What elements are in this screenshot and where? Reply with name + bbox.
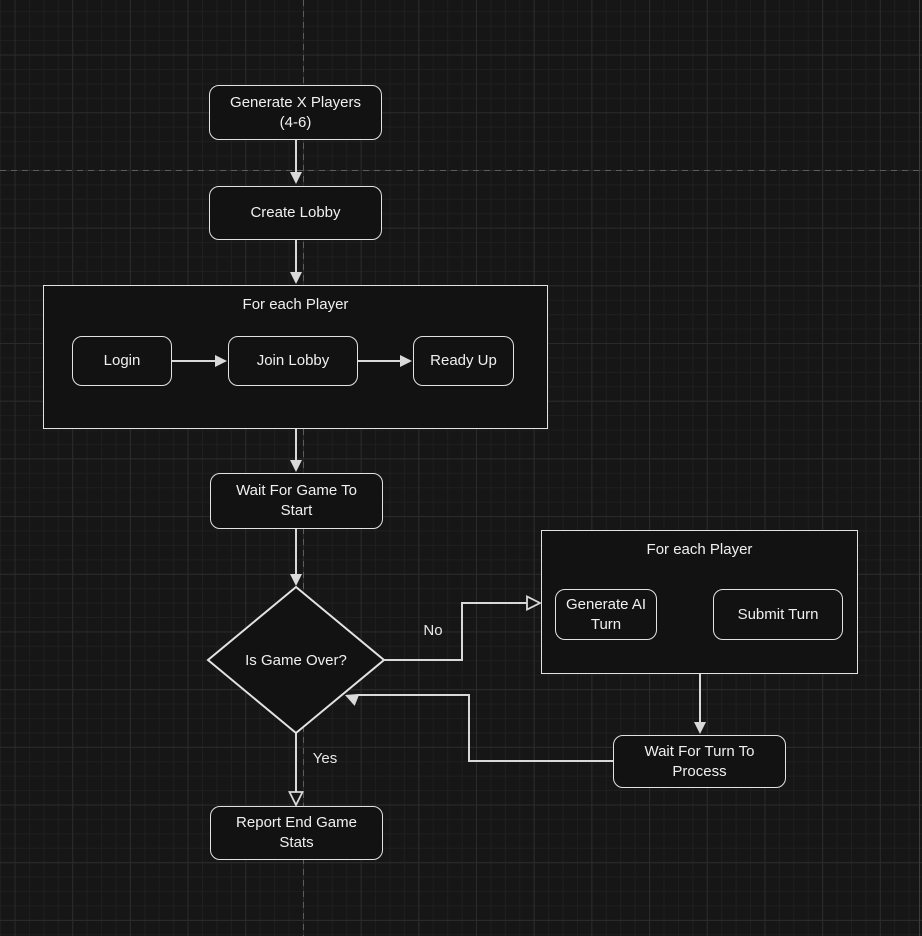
edge-label-yes[interactable]: Yes bbox=[312, 750, 338, 767]
arrowhead bbox=[526, 595, 543, 611]
node-is-game-over-label[interactable]: Is Game Over? bbox=[245, 651, 347, 669]
page-boundary-horizontal bbox=[0, 170, 922, 171]
arrowhead bbox=[290, 460, 302, 472]
edge-wait-to-decision[interactable] bbox=[290, 529, 302, 586]
edge-decision-yes-to-report[interactable] bbox=[288, 733, 304, 808]
node-wait-turn-process[interactable]: Wait For Turn To Process bbox=[613, 735, 786, 788]
node-join-lobby[interactable]: Join Lobby bbox=[228, 336, 358, 386]
arrowhead bbox=[345, 693, 360, 706]
node-is-game-over-shape[interactable] bbox=[206, 585, 386, 735]
arrowhead bbox=[290, 172, 302, 184]
node-report-stats[interactable]: Report End Game Stats bbox=[210, 806, 383, 860]
arrowhead bbox=[288, 791, 304, 808]
edge-label-no[interactable]: No bbox=[423, 622, 443, 639]
edge-create-to-lobby-loop[interactable] bbox=[290, 240, 302, 284]
arrowhead bbox=[694, 722, 706, 734]
edge-join-to-ready[interactable] bbox=[358, 355, 412, 367]
node-create-lobby[interactable]: Create Lobby bbox=[209, 186, 382, 240]
node-wait-game-start[interactable]: Wait For Game To Start bbox=[210, 473, 383, 529]
arrowhead bbox=[290, 272, 302, 284]
edge-decision-no-to-turn-loop[interactable] bbox=[384, 595, 543, 661]
arrowhead bbox=[400, 355, 412, 367]
arrowhead bbox=[290, 574, 302, 586]
edge-lobby-loop-to-wait[interactable] bbox=[290, 429, 302, 472]
container-lobby-loop-title: For each Player bbox=[242, 296, 349, 313]
edge-login-to-join[interactable] bbox=[172, 355, 227, 367]
page-boundary-right bbox=[919, 0, 920, 936]
edge-path bbox=[357, 694, 613, 762]
edge-generate-to-create[interactable] bbox=[290, 140, 302, 184]
edge-path bbox=[384, 602, 527, 661]
edge-wait-process-to-decision[interactable] bbox=[343, 689, 613, 762]
arrowhead bbox=[215, 355, 227, 367]
node-generate-players[interactable]: Generate X Players (4-6) bbox=[209, 85, 382, 140]
node-login[interactable]: Login bbox=[72, 336, 172, 386]
edge-turn-loop-to-wait-process[interactable] bbox=[694, 674, 706, 734]
node-ready-up[interactable]: Ready Up bbox=[413, 336, 514, 386]
container-turn-loop-title: For each Player bbox=[646, 541, 753, 558]
node-generate-ai-turn[interactable]: Generate AI Turn bbox=[555, 589, 657, 640]
node-submit-turn[interactable]: Submit Turn bbox=[713, 589, 843, 640]
page-boundary-vertical bbox=[303, 0, 304, 936]
